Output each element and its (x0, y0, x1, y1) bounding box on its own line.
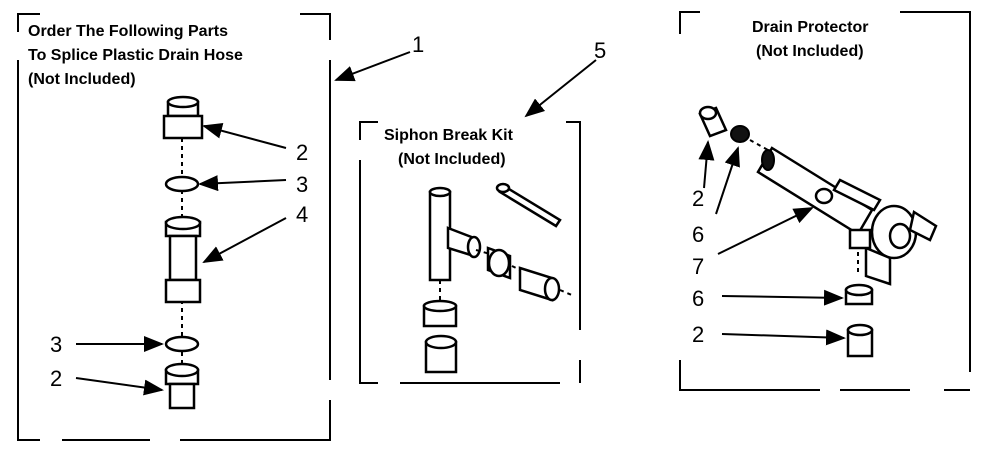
callout-arrow-2b (75, 377, 164, 396)
drain-top-washer (730, 125, 750, 143)
siphon-title-line-1: Siphon Break Kit (384, 127, 514, 144)
splice-top-connector (162, 95, 204, 140)
callout-arrow-4 (202, 217, 287, 263)
drain-title-line-2: (Not Included) (756, 43, 864, 60)
callout-number-drain-2b: 2 (692, 322, 704, 347)
siphon-axis-h2 (511, 265, 521, 271)
callout-arrow-3a (198, 175, 287, 192)
callout-number-1: 1 (412, 32, 424, 57)
splice-coupler (164, 215, 202, 304)
callout-number-5: 5 (594, 38, 606, 63)
siphon-break-panel: Siphon Break Kit (Not Included) (359, 38, 606, 384)
callout-number-drain-7: 7 (692, 254, 704, 279)
splice-panel-border (17, 13, 331, 441)
splice-title-line-1: Order The Following Parts (28, 23, 228, 40)
drain-panel-border (679, 11, 971, 391)
splice-top-clamp (164, 175, 200, 193)
callout-arrow-2a (202, 122, 287, 149)
callout-number-3a: 3 (296, 172, 308, 197)
drain-protector-body (756, 146, 938, 286)
callout-number-2a: 2 (296, 140, 308, 165)
drain-bottom-washer (844, 283, 874, 306)
callout-number-drain-6a: 6 (692, 222, 704, 247)
callout-arrow-drain-6a (715, 146, 740, 215)
callout-arrow-5 (524, 59, 597, 118)
callout-arrow-drain-2b (721, 329, 846, 346)
siphon-cap (518, 266, 561, 302)
siphon-axis-h3 (559, 289, 575, 297)
siphon-panel-border (359, 121, 581, 384)
drain-axis-top (749, 139, 769, 151)
callout-number-2b: 2 (50, 366, 62, 391)
siphon-tee (428, 186, 482, 282)
splice-title-line-2: To Splice Plastic Drain Hose (28, 47, 243, 64)
splice-bottom-connector (164, 362, 200, 410)
drain-bottom-connector (846, 323, 874, 358)
splice-title-line-3: (Not Included) (28, 71, 136, 88)
callout-arrow-drain-7 (717, 207, 814, 255)
callout-number-drain-2a: 2 (692, 186, 704, 211)
drain-top-connector (698, 105, 728, 138)
siphon-title-line-2: (Not Included) (398, 151, 506, 168)
callout-number-3b: 3 (50, 332, 62, 357)
callout-arrow-drain-2a (698, 140, 715, 189)
siphon-axis-h1 (475, 249, 491, 255)
siphon-pin (495, 182, 562, 228)
siphon-grommet (422, 299, 458, 328)
callout-number-drain-6b: 6 (692, 286, 704, 311)
drain-title-line-1: Drain Protector (752, 19, 868, 36)
callout-arrow-1 (334, 51, 411, 82)
drain-protector-panel: Drain Protector (Not Included) (679, 11, 971, 391)
callout-number-4: 4 (296, 202, 308, 227)
siphon-collar (424, 334, 458, 374)
splice-bottom-clamp (164, 335, 200, 353)
siphon-nut (486, 246, 512, 280)
splice-parts-panel: Order The Following Parts To Splice Plas… (17, 13, 424, 441)
callout-arrow-drain-6b (721, 289, 844, 306)
